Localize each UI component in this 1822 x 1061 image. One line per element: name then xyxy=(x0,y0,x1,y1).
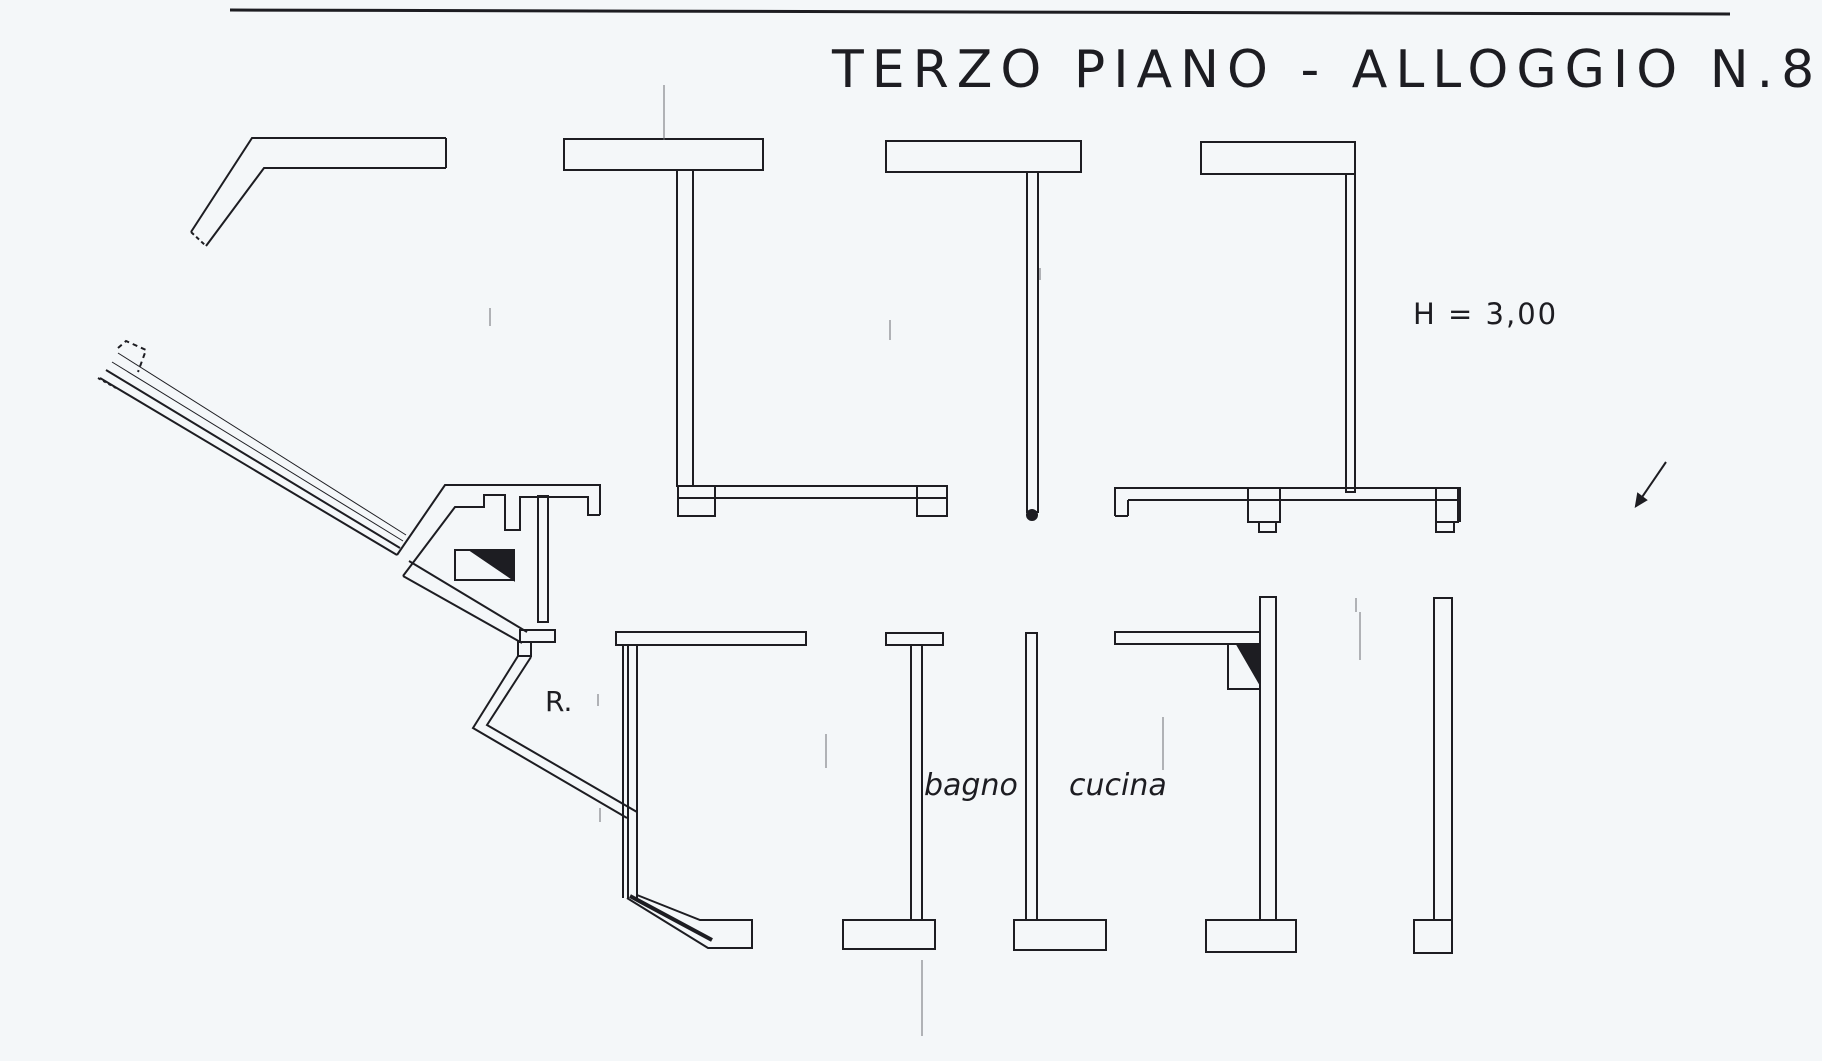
border-line xyxy=(229,8,1731,16)
corridor-wall-upper-right xyxy=(1114,487,1461,533)
north-arrow-icon xyxy=(1634,461,1667,508)
wall-bottom-left-angled xyxy=(471,631,807,949)
partition-vertical-3 xyxy=(1345,173,1356,493)
partition-vertical-2 xyxy=(1026,171,1039,513)
corridor-wall-upper-left xyxy=(677,485,948,517)
partition-end-cap xyxy=(1026,509,1038,521)
wall-cucina-right xyxy=(1114,596,1297,953)
room-label-r: R. xyxy=(545,685,573,718)
floor-plan-drawing xyxy=(97,8,1731,1036)
wall-top-slab-3 xyxy=(1200,141,1356,175)
ceiling-height-note: H = 3,00 xyxy=(1413,297,1559,331)
wall-top-slab-1 xyxy=(563,138,764,171)
plan-title: TERZO PIANO - ALLOGGIO N.8 xyxy=(832,40,1822,100)
service-block xyxy=(396,484,601,657)
wall-top-slab-2 xyxy=(885,140,1082,173)
room-label-cucina: cucina xyxy=(1069,768,1167,803)
wall-top-left-angled xyxy=(190,137,447,247)
partition-bagno xyxy=(842,632,944,950)
room-label-bagno: bagno xyxy=(924,768,1018,803)
construction-lines xyxy=(489,85,1361,1036)
wall-diagonal-facade xyxy=(97,339,407,556)
partition-vertical-1 xyxy=(676,169,694,487)
wall-far-right xyxy=(1413,597,1453,954)
chimney-flue-1 xyxy=(454,549,515,582)
partition-bagno-cucina xyxy=(1013,632,1107,951)
